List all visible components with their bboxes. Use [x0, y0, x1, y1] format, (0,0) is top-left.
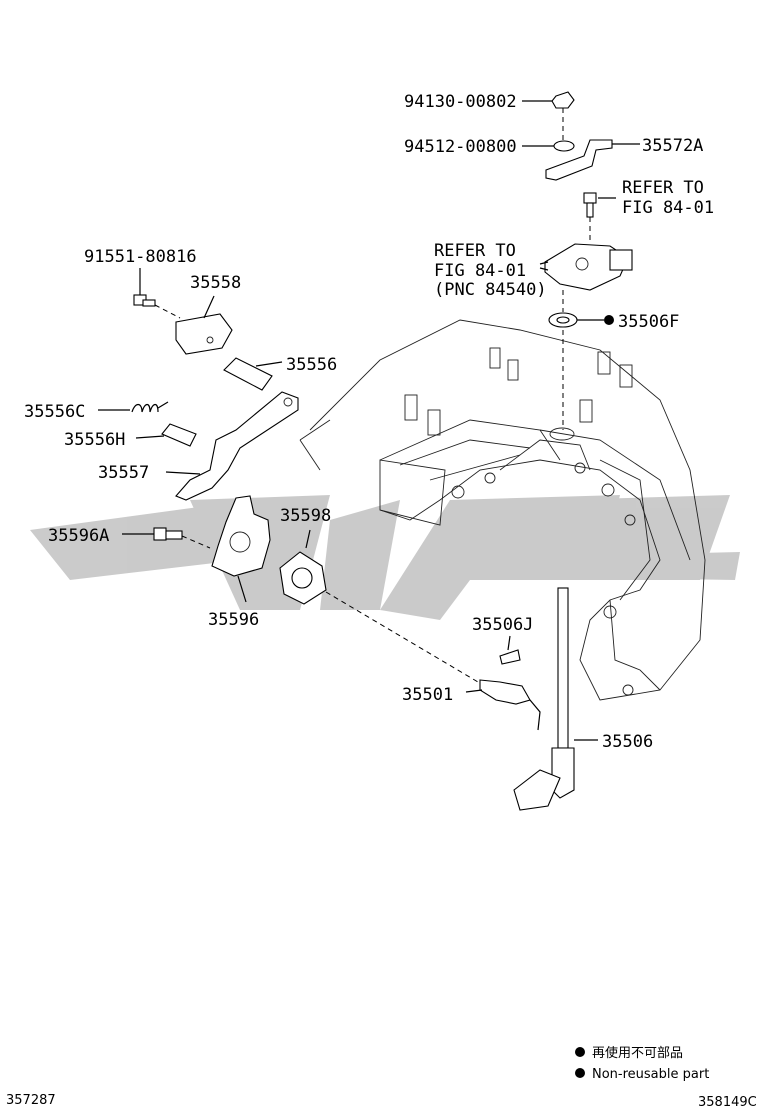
label-35501: 35501 [402, 685, 453, 705]
label-94512: 94512-00800 [404, 137, 517, 157]
label-91551: 91551-80816 [84, 247, 197, 267]
label-refer1-line2: FIG 84-01 [622, 198, 714, 218]
label-35556C: 35556C [24, 402, 85, 422]
label-35506J: 35506J [472, 615, 533, 635]
lever-35572A [545, 139, 640, 181]
label-refer2-line1: REFER TO [434, 241, 516, 261]
legend-line1: 再使用不可部品 [592, 1045, 683, 1061]
lever-35557 [165, 391, 299, 501]
collar-35598 [279, 529, 479, 683]
pin-35556H [135, 423, 197, 447]
spring-35556C [98, 401, 169, 413]
legend-marker-icon [575, 1047, 585, 1057]
label-35596A: 35596A [48, 526, 109, 546]
footer-left-code: 357287 [6, 1093, 56, 1108]
plate-35596 [211, 495, 271, 603]
legend: 再使用不可部品 Non-reusable part [575, 1045, 709, 1082]
label-35596: 35596 [208, 610, 259, 630]
oil-seal-35506F [548, 312, 614, 328]
label-35558: 35558 [190, 273, 241, 293]
label-94130: 94130-00802 [404, 92, 517, 112]
label-35572A: 35572A [642, 136, 703, 156]
label-35506: 35506 [602, 732, 653, 752]
plate-35558 [175, 295, 233, 355]
legend-line2: Non-reusable part [592, 1067, 709, 1082]
neutral-start-switch [539, 243, 633, 291]
non-reusable-marker-icon [604, 315, 614, 325]
bolt-refer [583, 192, 616, 218]
bolt-91551 [133, 268, 181, 319]
washer-94512 [522, 140, 575, 152]
footer-right-code: 358149C [698, 1095, 757, 1110]
label-refer2-line2: FIG 84-01 [434, 261, 526, 281]
pin-35556 [223, 357, 283, 391]
bolt-35596A [122, 527, 211, 549]
label-35598: 35598 [280, 506, 331, 526]
pin-35506J [499, 635, 521, 665]
shaft-35506 [513, 587, 598, 811]
label-35556H: 35556H [64, 430, 125, 450]
label-refer1-line1: REFER TO [622, 178, 704, 198]
legend-marker-icon-2 [575, 1068, 585, 1078]
nut-94130 [522, 91, 575, 109]
label-35556: 35556 [286, 355, 337, 375]
transmission-housing [299, 319, 706, 701]
rod-35501 [465, 679, 541, 731]
label-35557: 35557 [98, 463, 149, 483]
label-refer2-line3: (PNC 84540) [434, 280, 547, 300]
label-35506F: 35506F [618, 312, 679, 332]
watermark-logo [30, 495, 740, 620]
